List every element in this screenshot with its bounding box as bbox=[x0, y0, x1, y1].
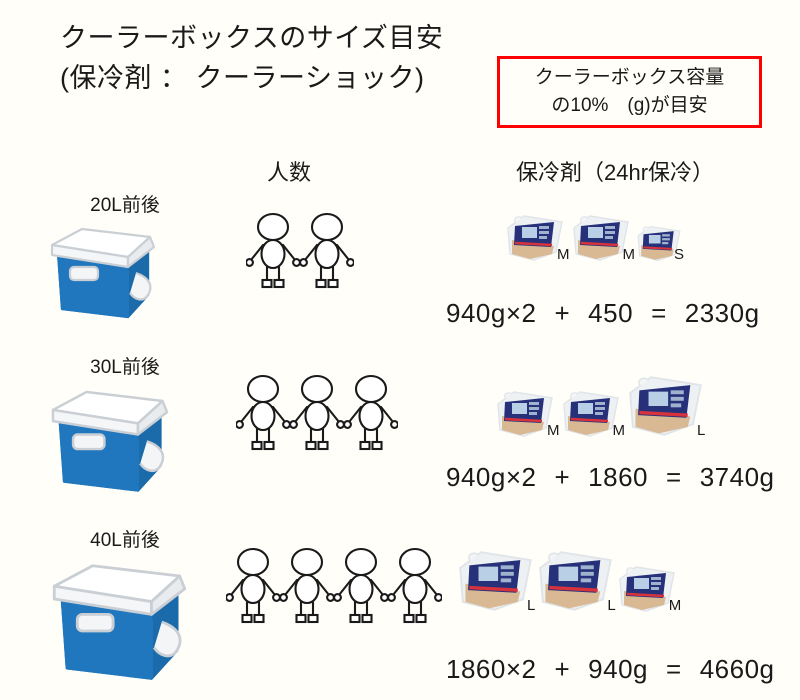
column-header-ice-pack: 保冷剤（24hr保冷） bbox=[516, 160, 715, 185]
equation-total: 4660g bbox=[699, 654, 775, 684]
equation-row-0: 940g×2 +450 = 2330g bbox=[446, 298, 760, 329]
equation-term-1: 940g×2 bbox=[446, 298, 537, 328]
ice-pack-group: M M L bbox=[494, 372, 705, 440]
ice-pack-item: M bbox=[616, 563, 682, 615]
ice-pack-icon bbox=[497, 391, 553, 437]
equation-term-1: 1860×2 bbox=[446, 654, 537, 684]
ice-pack-item: L bbox=[625, 372, 705, 440]
page-title: クーラーボックスのサイズ目安 (保冷剤 ： クーラーショック) bbox=[60, 18, 490, 98]
equation-operator-plus: + bbox=[554, 462, 571, 492]
ice-pack-item: L bbox=[455, 547, 535, 615]
equation-row-1: 940g×2 +1860 = 3740g bbox=[446, 462, 775, 493]
ice-pack-size-label: M bbox=[612, 422, 626, 439]
cooler-box-icon bbox=[52, 564, 187, 680]
ice-pack-icon bbox=[507, 215, 563, 261]
ice-pack-icon bbox=[629, 376, 702, 436]
person-icon bbox=[236, 374, 290, 451]
title-line-1: クーラーボックスのサイズ目安 bbox=[60, 23, 444, 53]
ice-pack-icon bbox=[562, 391, 619, 437]
cooler-capacity-label: 30L前後 bbox=[90, 357, 160, 378]
capacity-note-box: クーラーボックス容量 の10% (g)が目安 bbox=[497, 56, 762, 128]
cooler-cell: 40L前後 bbox=[30, 525, 220, 681]
column-header-people: 人数 bbox=[267, 160, 312, 185]
size-row: 20L前後 bbox=[0, 190, 800, 350]
ice-pack-icon bbox=[618, 566, 675, 612]
ice-pack-item: S bbox=[635, 223, 684, 264]
ice-pack-item: M bbox=[494, 388, 560, 440]
equation-term-2: 450 bbox=[588, 298, 634, 328]
size-row: 40L前後 bbox=[0, 525, 800, 700]
size-row: 30L前後 bbox=[0, 352, 800, 517]
cooler-capacity-label: 40L前後 bbox=[90, 530, 160, 551]
ice-pack-size-label: S bbox=[674, 246, 685, 263]
ice-pack-item: M bbox=[570, 212, 636, 264]
ice-pack-icon bbox=[539, 551, 613, 611]
person-icon bbox=[344, 374, 398, 451]
note-line-2: の10% (g)が目安 bbox=[551, 95, 708, 116]
ice-pack-group: M M S bbox=[504, 212, 684, 264]
ice-pack-icon bbox=[572, 215, 629, 261]
person-icon bbox=[246, 212, 300, 289]
person-icon bbox=[226, 547, 280, 624]
title-line-2: (保冷剤 ： クーラーショック) bbox=[60, 63, 425, 93]
equation-term-2: 940g bbox=[588, 654, 649, 684]
cooler-box-graphic bbox=[30, 558, 220, 681]
ice-pack-size-label: M bbox=[547, 422, 560, 439]
cooler-box-icon bbox=[51, 390, 169, 492]
ice-pack-size-label: L bbox=[527, 597, 536, 614]
equation-operator-equals: = bbox=[666, 462, 682, 492]
cooler-box-icon bbox=[50, 227, 156, 319]
person-icon bbox=[388, 547, 442, 624]
cooler-box-graphic bbox=[30, 385, 220, 493]
ice-pack-size-label: L bbox=[697, 422, 706, 439]
equation-total: 3740g bbox=[699, 462, 775, 492]
equation-term-1: 940g×2 bbox=[446, 462, 537, 492]
person-icon bbox=[280, 547, 334, 624]
ice-pack-size-label: M bbox=[557, 246, 570, 263]
note-line-1: クーラーボックス容量 bbox=[534, 67, 725, 88]
equation-total: 2330g bbox=[684, 298, 760, 328]
ice-pack-item: M bbox=[560, 388, 626, 440]
ice-pack-size-label: M bbox=[668, 597, 682, 614]
person-icon bbox=[290, 374, 344, 451]
equation-row-2: 1860×2 +940g = 4660g bbox=[446, 654, 775, 685]
equation-operator-plus: + bbox=[554, 654, 571, 684]
ice-pack-size-label: M bbox=[622, 246, 636, 263]
cooler-cell: 30L前後 bbox=[30, 352, 220, 493]
equation-operator-equals: = bbox=[666, 654, 682, 684]
equation-operator-equals: = bbox=[651, 298, 667, 328]
ice-pack-item: M bbox=[504, 212, 570, 264]
ice-pack-icon bbox=[637, 225, 681, 262]
cooler-box-graphic bbox=[30, 223, 220, 319]
equation-term-2: 1860 bbox=[588, 462, 649, 492]
cooler-capacity-label: 20L前後 bbox=[90, 195, 160, 216]
equation-operator-plus: + bbox=[554, 298, 571, 328]
person-icon bbox=[300, 212, 354, 289]
cooler-cell: 20L前後 bbox=[30, 190, 220, 319]
people-group bbox=[246, 212, 354, 290]
person-icon bbox=[334, 547, 388, 624]
ice-pack-group: L L M bbox=[455, 547, 681, 615]
ice-pack-item: L bbox=[535, 547, 616, 615]
ice-pack-size-label: L bbox=[607, 597, 616, 614]
ice-pack-icon bbox=[459, 551, 532, 611]
people-group bbox=[236, 374, 398, 452]
people-group bbox=[226, 547, 442, 625]
